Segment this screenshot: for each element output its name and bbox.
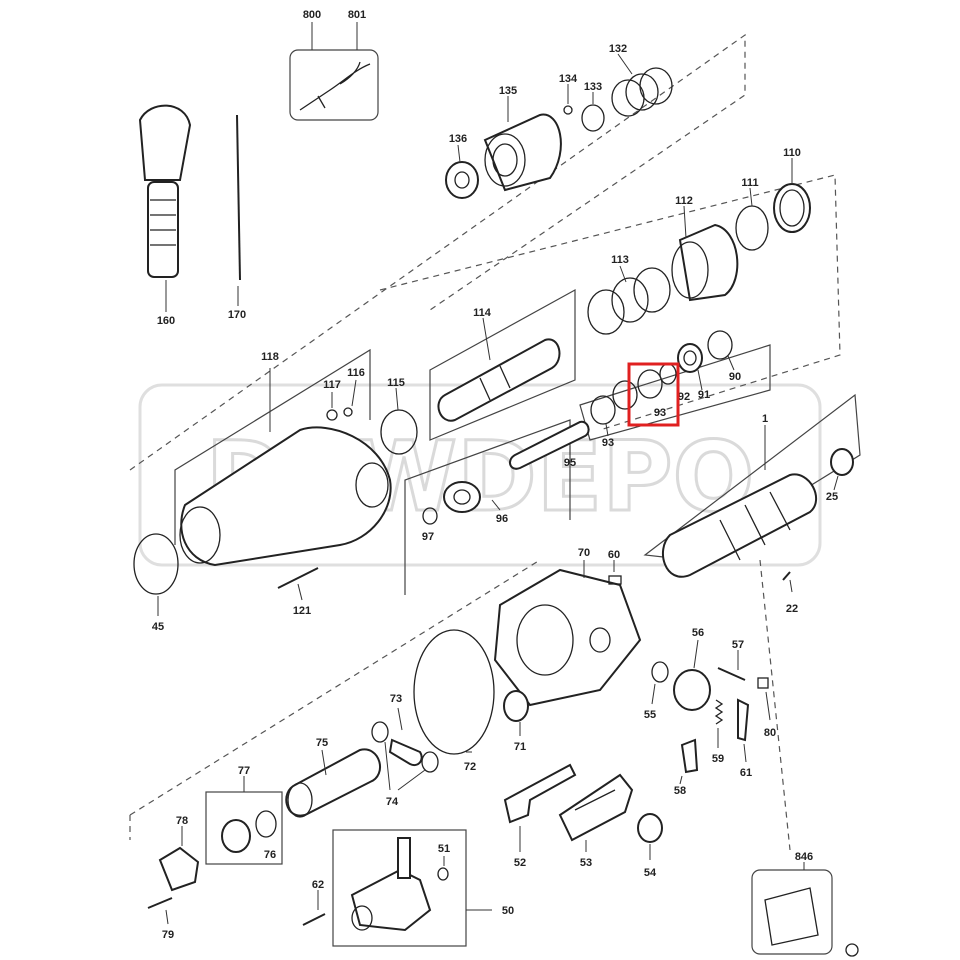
part-846-bag: 846 [751, 851, 859, 957]
label-801: 801 [348, 9, 366, 21]
label-170: 170 [228, 309, 246, 321]
label-60: 60 [608, 549, 620, 561]
part-95: 95 [509, 420, 590, 470]
label-117: 117 [323, 379, 341, 391]
part-800-801-box: 800 801 [289, 9, 379, 121]
label-57: 57 [732, 639, 744, 651]
label-75: 75 [316, 737, 328, 749]
label-22: 22 [786, 603, 798, 615]
label-91: 91 [698, 389, 710, 401]
part-114: 114 [437, 307, 561, 422]
label-113: 113 [611, 254, 629, 266]
parts-110-113: 110 111 112 113 [587, 147, 811, 335]
label-92: 92 [678, 391, 690, 403]
parts-45-121: 45 121 [133, 533, 319, 633]
label-160: 160 [157, 315, 175, 327]
label-90: 90 [729, 371, 741, 383]
label-111: 111 [741, 177, 758, 189]
label-96: 96 [496, 513, 508, 525]
label-55: 55 [644, 709, 656, 721]
label-50: 50 [502, 905, 514, 917]
label-114: 114 [473, 307, 492, 319]
label-77: 77 [238, 765, 250, 777]
parts-55-61: 55 56 57 80 59 61 58 [644, 627, 776, 797]
label-95: 95 [564, 457, 576, 469]
label-25: 25 [826, 491, 838, 503]
parts-76-79: 77 76 78 79 [147, 765, 283, 941]
label-73: 73 [390, 693, 402, 705]
label-59: 59 [712, 753, 724, 765]
label-70: 70 [578, 547, 590, 559]
label-54: 54 [644, 867, 657, 879]
label-115: 115 [387, 377, 405, 389]
label-61: 61 [740, 767, 752, 779]
label-136: 136 [449, 133, 467, 145]
label-72: 72 [464, 761, 476, 773]
label-71: 71 [514, 741, 526, 753]
label-1: 1 [762, 413, 768, 425]
label-79: 79 [162, 929, 174, 941]
label-110: 110 [783, 147, 801, 159]
parts-71-75: 71 72 73 74 75 [285, 629, 529, 818]
parts-160-170: 160 170 [138, 104, 246, 327]
parts-132-136: 132 134 133 135 136 [445, 43, 673, 199]
part-70-gearcase: 70 60 22 [493, 547, 798, 707]
label-134: 134 [559, 73, 578, 85]
label-118: 118 [261, 351, 279, 363]
label-78: 78 [176, 815, 188, 827]
label-112: 112 [675, 195, 693, 207]
label-58: 58 [674, 785, 686, 797]
label-74: 74 [386, 796, 399, 808]
label-116: 116 [347, 367, 365, 379]
label-135: 135 [499, 85, 517, 97]
parts-90-93: 90 91 92 93 93 [590, 330, 741, 449]
label-56: 56 [692, 627, 704, 639]
parts-96-97: 96 97 [422, 481, 508, 543]
label-51: 51 [438, 843, 450, 855]
label-93-highlighted: 93 [654, 407, 666, 419]
label-800: 800 [303, 9, 321, 21]
label-76: 76 [264, 849, 276, 861]
parts-50-62: 51 50 62 [302, 829, 514, 947]
part-118-housing: 118 117 116 115 [179, 351, 418, 567]
label-52: 52 [514, 857, 526, 869]
label-93: 93 [602, 437, 614, 449]
label-132: 132 [609, 43, 627, 55]
label-62: 62 [312, 879, 324, 891]
parts-52-54: 52 53 54 [503, 763, 663, 879]
label-133: 133 [584, 81, 602, 93]
label-846: 846 [795, 851, 813, 863]
label-97: 97 [422, 531, 434, 543]
part-1-armature: 1 25 [661, 413, 854, 578]
label-45: 45 [152, 621, 164, 633]
highlight-box [627, 362, 680, 427]
label-53: 53 [580, 857, 592, 869]
label-121: 121 [293, 605, 311, 617]
label-80: 80 [764, 727, 776, 739]
